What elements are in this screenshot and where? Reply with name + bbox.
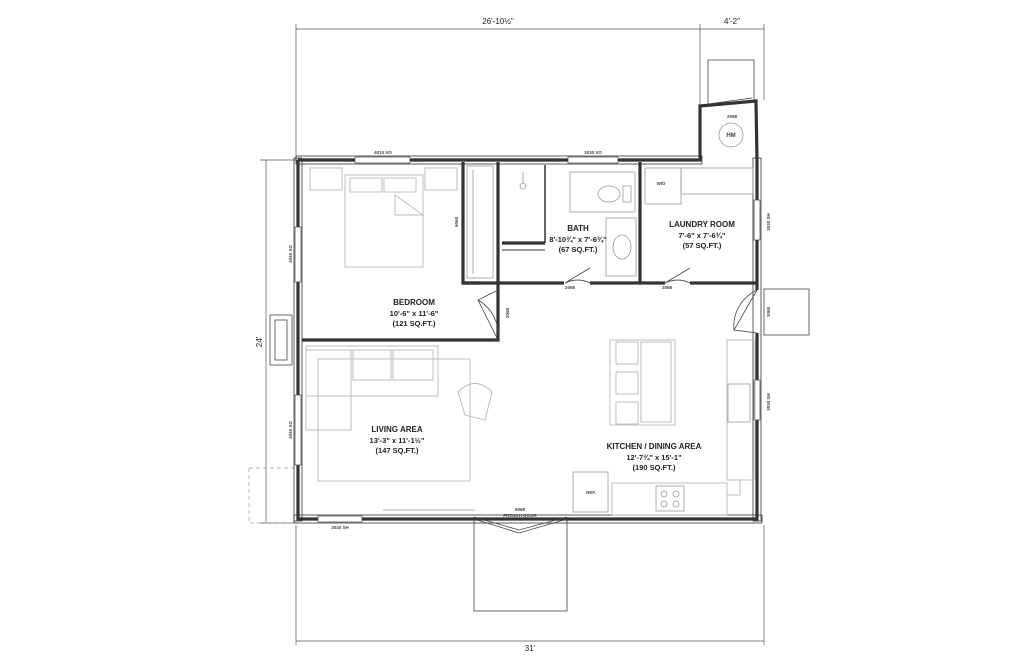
laundry-fixtures: [644, 122, 754, 205]
living-furniture: [305, 345, 493, 511]
bath-fixtures: [519, 171, 637, 277]
tag-hm: HM: [726, 133, 735, 139]
doors: [473, 97, 758, 534]
windows: [294, 156, 761, 523]
tag-door-bath: 2068: [565, 285, 576, 290]
svg-text:(57 SQ.FT.): (57 SQ.FT.): [683, 241, 722, 250]
tag-window-right-bottom: 3030 SH: [766, 393, 771, 411]
room-label-living: LIVING AREA 13'-3" x 11'-1½" (147 SQ.FT.…: [370, 425, 425, 455]
kitchen-furniture: [572, 339, 756, 516]
room-label-bath: BATH 8'-10¾" x 7'-6¾" (67 SQ.FT.): [549, 224, 607, 254]
tag-door-exterior: 3068: [766, 306, 771, 317]
tag-window-top-2: 3030 XO: [584, 150, 602, 155]
room-label-bedroom: BEDROOM 10'-6" x 11'-6" (121 SQ.FT.): [390, 298, 439, 328]
svg-text:(121 SQ.FT.): (121 SQ.FT.): [393, 319, 436, 328]
dimension-left: 24': [255, 336, 264, 347]
svg-text:KITCHEN / DINING AREA: KITCHEN / DINING AREA: [607, 442, 702, 451]
bedroom-furniture: [309, 165, 494, 279]
svg-text:LAUNDRY ROOM: LAUNDRY ROOM: [669, 220, 735, 229]
ac-unit-inner: [274, 319, 288, 361]
tag-window-bottom: 3040 SH: [331, 525, 349, 530]
svg-text:BATH: BATH: [567, 224, 589, 233]
svg-text:(147 SQ.FT.): (147 SQ.FT.): [376, 446, 419, 455]
exterior-walls: [293, 99, 763, 524]
svg-text:(67 SQ.FT.): (67 SQ.FT.): [559, 245, 598, 254]
ac-unit: [269, 314, 293, 366]
tag-door-bedroom: 2068: [505, 307, 510, 318]
side-stoop: [763, 288, 810, 336]
svg-text:8'-10¾" x 7'-6¾": 8'-10¾" x 7'-6¾": [549, 235, 607, 244]
tag-door-closet: 6068: [454, 216, 459, 227]
svg-text:10'-6" x 11'-6": 10'-6" x 11'-6": [390, 309, 439, 318]
tag-window-left-bottom: 4040 XO: [288, 421, 293, 439]
tag-window-top-1: 4010 XO: [374, 150, 392, 155]
dimension-lines: [260, 24, 765, 645]
svg-text:LIVING AREA: LIVING AREA: [371, 425, 422, 434]
tag-french-door-size: 6068: [515, 507, 526, 512]
tag-window-right-top: 3030 SH: [766, 213, 771, 231]
dimension-bottom: 31': [525, 644, 536, 653]
tag-french-door: FRENCH DOOR: [503, 513, 537, 518]
room-label-kitchen: KITCHEN / DINING AREA 12'-7¾" x 15'-1" (…: [607, 442, 702, 472]
hm-enclosure: [707, 59, 755, 104]
room-label-laundry: LAUNDRY ROOM 7'-6" x 7'-6¾" (57 SQ.FT.): [669, 220, 735, 250]
svg-text:BEDROOM: BEDROOM: [393, 298, 435, 307]
svg-text:7'-6" x 7'-6¾": 7'-6" x 7'-6¾": [679, 231, 726, 240]
tag-window-left-top: 4040 XO: [288, 245, 293, 263]
svg-text:13'-3" x 11'-1½": 13'-3" x 11'-1½": [370, 436, 425, 445]
dimension-top-right: 4'-2": [724, 17, 740, 26]
dimension-top-main: 26'-10½": [482, 17, 514, 26]
exterior-pad: [248, 467, 296, 524]
tag-door-laundry: 2068: [662, 285, 673, 290]
tag-refrigerator: REF.: [586, 490, 596, 495]
interior-walls: [302, 162, 757, 342]
tag-wd: W/D: [657, 181, 666, 186]
opening-tags: 4010 XO 3030 XO 2068 HM W/D REF. 2068 20…: [288, 114, 771, 530]
svg-text:12'-7¾" x 15'-1": 12'-7¾" x 15'-1": [626, 453, 682, 462]
svg-text:(190 SQ.FT.): (190 SQ.FT.): [633, 463, 676, 472]
tag-door-hm: 2068: [727, 114, 738, 119]
